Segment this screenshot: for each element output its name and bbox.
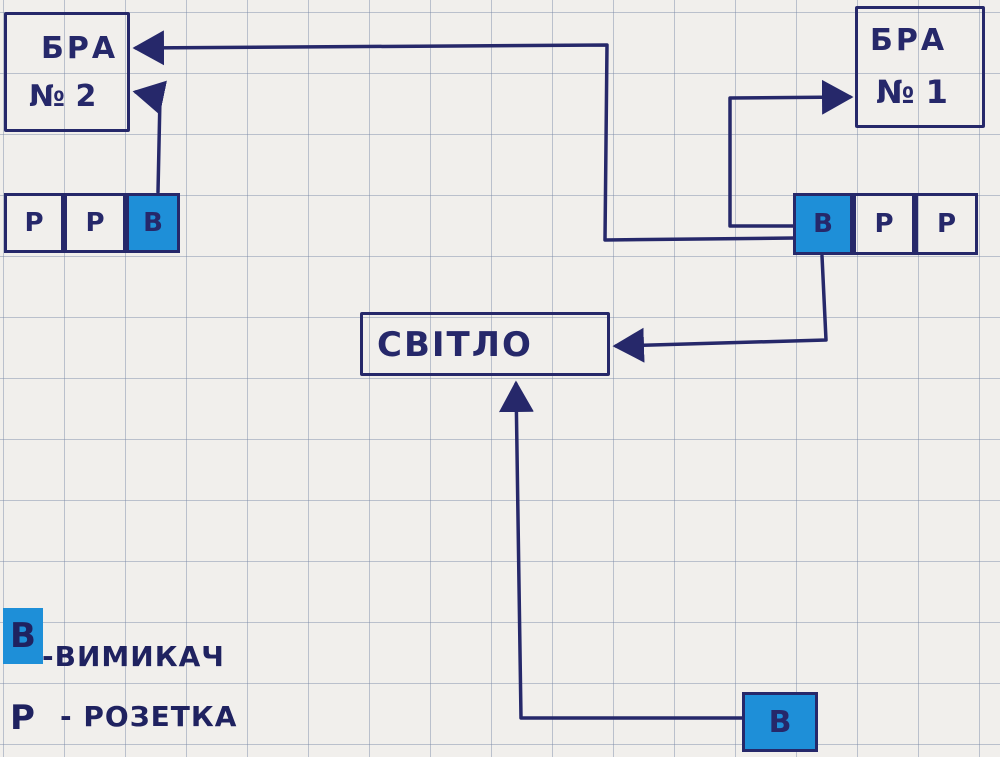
legend-outlet-key: Р [10, 698, 36, 738]
switch-right: В [793, 193, 853, 255]
outlet-right-2: Р [915, 193, 978, 255]
lamp-bra-2: БРА № 2 [4, 12, 130, 132]
main-light: СВІТЛО [360, 312, 610, 376]
switch-bottom: В [742, 692, 818, 752]
lamp-bra-2-number: № 2 [29, 79, 97, 114]
wire-right-switch-to-bra2 [132, 30, 797, 242]
wire-bottom-switch-to-light [498, 380, 744, 720]
wire-left-switch-to-bra2 [132, 80, 167, 194]
lamp-bra-1: БРА № 1 [855, 6, 985, 128]
legend-outlet-text: - РОЗЕТКА [60, 700, 238, 733]
switch-left: В [126, 193, 180, 253]
lamp-bra-1-number: № 1 [876, 73, 948, 111]
legend-switch-text: -ВИМИКАЧ [42, 640, 225, 673]
outlet-left-1: Р [4, 193, 64, 253]
lamp-bra-1-title: БРА [870, 23, 948, 58]
outlet-right-1: Р [853, 193, 915, 255]
outlet-left-2: Р [64, 193, 126, 253]
main-light-label: СВІТЛО [377, 325, 533, 365]
wire-right-switch-to-light [612, 254, 828, 363]
wire-right-switch-to-bra1 [728, 79, 854, 228]
legend-switch-key: В [3, 608, 43, 664]
lamp-bra-2-title: БРА [41, 31, 119, 66]
